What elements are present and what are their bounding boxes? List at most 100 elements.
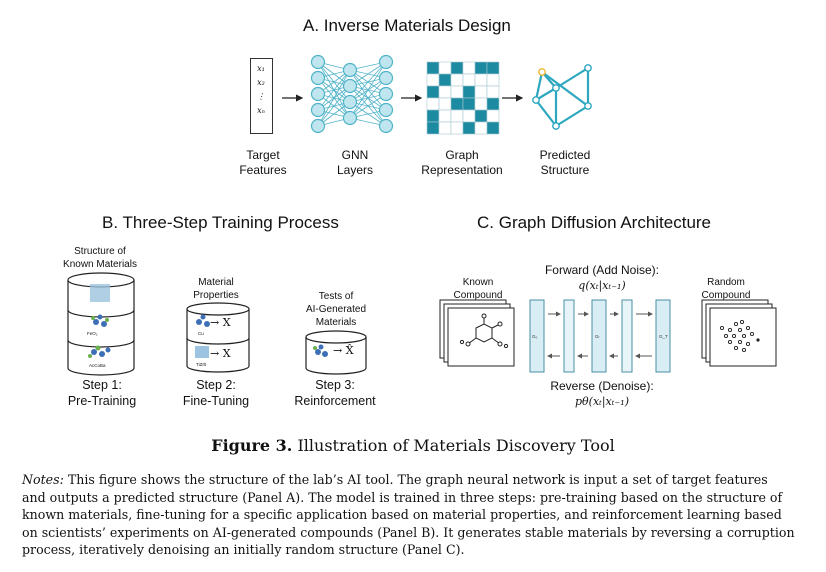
tag-accoba: AcCoBa (89, 363, 106, 368)
gnn-node (310, 54, 326, 70)
grid-cell (474, 61, 488, 75)
grid-cell (450, 97, 464, 111)
label-structure-known-materials: Structure of Known Materials (63, 246, 137, 270)
tag-gt: Gₜ (595, 334, 600, 339)
grid-cell (450, 121, 464, 135)
grid-cell (426, 97, 440, 111)
grid-cell (438, 97, 452, 111)
known-compound-cards (439, 299, 515, 367)
grid-cell (438, 61, 452, 75)
label-target-features: Target Features (239, 148, 287, 177)
tag-feo2: FeO₂ (87, 331, 98, 336)
vector-entry-2: x₂ (257, 78, 265, 87)
tag-tizilt: TiZIlt (196, 362, 206, 367)
formula-reverse: pθ(xₜ|xₜ₋₁) (574, 395, 629, 408)
figure-title-prefix: Figure 3. (211, 436, 293, 455)
grid-cell (438, 121, 452, 135)
grid-cell (474, 73, 488, 87)
gnn-node (342, 94, 358, 110)
label-predicted-structure: Predicted Structure (539, 148, 591, 177)
graph-representation-grid (426, 61, 500, 135)
grid-cell (426, 61, 440, 75)
gnn-node (342, 110, 358, 126)
gnn-node (310, 86, 326, 102)
grid-cell (486, 61, 500, 75)
gnn-node (310, 118, 326, 134)
grid-cell (462, 97, 476, 111)
grid-cell (450, 73, 464, 87)
grid-cell (450, 61, 464, 75)
figure-title: Figure 3. Illustration of Materials Disc… (0, 436, 826, 455)
gnn-node (310, 70, 326, 86)
step-2: Step 2: Fine-Tuning (182, 378, 250, 408)
gnn-node (310, 102, 326, 118)
grid-cell (462, 61, 476, 75)
grid-cell (486, 97, 500, 111)
vector-entry-ellipsis: ⋮ (257, 92, 265, 101)
figure-title-text: Illustration of Materials Discovery Tool (292, 436, 615, 455)
panel-b-title: B. Three-Step Training Process (102, 213, 339, 232)
label-forward: Forward (Add Noise): (544, 263, 660, 277)
notes-line-1: Notes: This figure shows the structure o… (22, 472, 768, 487)
grid-cell (474, 121, 488, 135)
predicted-structure-graph (532, 64, 592, 130)
grid-cell (486, 109, 500, 123)
grid-cell (474, 97, 488, 111)
grid-cell (474, 109, 488, 123)
grid-cell (450, 109, 464, 123)
label-material-properties: Material Properties (193, 277, 239, 301)
gnn-node (378, 86, 394, 102)
notes-line-4: on scientists’ experiments on AI-generat… (22, 524, 795, 540)
grid-cell (486, 85, 500, 99)
cylinder-material-properties (186, 302, 250, 373)
grid-cell (426, 109, 440, 123)
grid-cell (450, 85, 464, 99)
panel-a-arrows (282, 94, 524, 102)
vector-entry-1: x₁ (257, 64, 265, 73)
gnn-node (378, 118, 394, 134)
grid-cell (462, 73, 476, 87)
gnn-node (378, 70, 394, 86)
notes-line-2: and outputs a predicted structure (Panel… (22, 489, 783, 505)
random-compound-cards (701, 299, 777, 367)
grid-cell (474, 85, 488, 99)
grid-cell (426, 73, 440, 87)
step-3: Step 3: Reinforcement (294, 378, 376, 408)
gnn-network (310, 54, 394, 134)
diffusion-chain (529, 299, 671, 373)
cylinder-known-materials (67, 272, 135, 376)
label-reverse: Reverse (Denoise): (550, 379, 654, 393)
notes-line-3: known materials, fine-tuning for a speci… (22, 507, 782, 523)
grid-cell (426, 85, 440, 99)
tag-gT: G_T (659, 334, 668, 339)
figure-notes: Notes: This figure shows the structure o… (22, 471, 812, 559)
arrow-to-x-hat: → X̂ (333, 344, 354, 357)
grid-cell (486, 73, 500, 87)
grid-cell (438, 109, 452, 123)
label-known-compound: Known Compound (453, 277, 503, 301)
input-vector (250, 58, 273, 134)
gnn-node (342, 78, 358, 94)
notes-line-5: process, iteratively denoising an initia… (22, 542, 465, 558)
panel-c-title: C. Graph Diffusion Architecture (477, 213, 712, 232)
arrow-to-x-top: → X (210, 316, 231, 329)
tag-cu: Cu (198, 331, 204, 336)
label-tests-ai-generated: Tests of AI-Generated Materials (305, 291, 367, 328)
panel-a-title: A. Inverse Materials Design (303, 16, 511, 35)
grid-cell (486, 121, 500, 135)
gnn-node (378, 54, 394, 70)
step-1: Step 1: Pre-Training (67, 378, 137, 408)
grid-cell (462, 109, 476, 123)
grid-cell (426, 121, 440, 135)
cylinder-ai-generated (305, 330, 367, 375)
tag-g0: G₀ (532, 334, 538, 339)
grid-cell (462, 85, 476, 99)
grid-cell (438, 73, 452, 87)
input-vector-right-bracket (268, 58, 273, 134)
arrow-to-x-bottom: → X (210, 347, 231, 360)
grid-cell (438, 85, 452, 99)
gnn-node (378, 102, 394, 118)
grid-cell (462, 121, 476, 135)
gnn-node (342, 62, 358, 78)
label-random-compound: Random Compound (701, 277, 751, 301)
